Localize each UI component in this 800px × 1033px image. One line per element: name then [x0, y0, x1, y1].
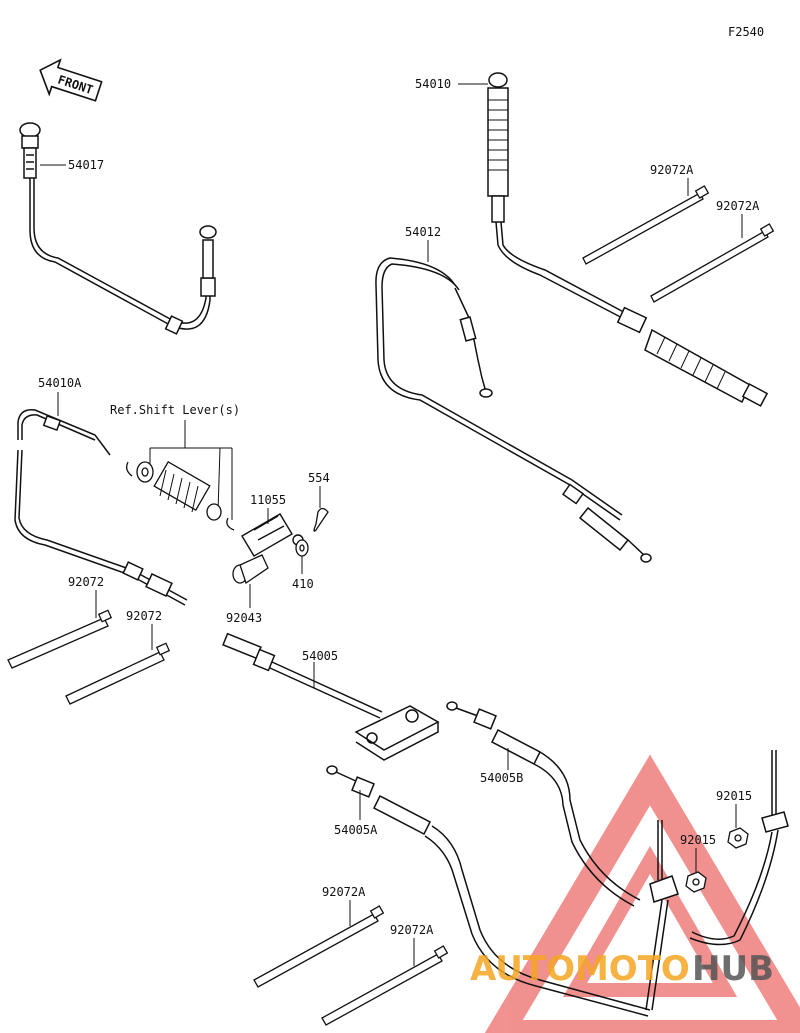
label-54005B: 54005B: [480, 771, 523, 785]
label-554: 554: [308, 471, 330, 485]
spring-assembly: [126, 460, 235, 531]
front-arrow-icon: FRONT: [39, 58, 103, 102]
watermark-triangle: [484, 754, 800, 1033]
label-92072-1: 92072: [68, 575, 104, 589]
label-92072A-lower-2: 92072A: [390, 923, 434, 937]
label-54005: 54005: [302, 649, 338, 663]
label-92015-2: 92015: [680, 833, 716, 847]
label-92072A-lower-1: 92072A: [322, 885, 366, 899]
watermark-text-a: AUTOMOTO: [470, 949, 690, 989]
label-54012: 54012: [405, 225, 441, 239]
label-54010A: 54010A: [38, 376, 82, 390]
label-54005A: 54005A: [334, 823, 378, 837]
label-54017: 54017: [68, 158, 104, 172]
tie-92072-1: [7, 609, 113, 669]
tie-92072A-upper-2: [650, 223, 775, 303]
part-92015-nut-2: [685, 871, 707, 893]
cable-54017: [19, 122, 217, 335]
cable-54012: [375, 257, 652, 563]
cable-right-ends: [645, 750, 789, 1011]
ref-bracket: [149, 420, 233, 520]
cable-54005: [222, 632, 440, 761]
label-92072-2: 92072: [126, 609, 162, 623]
tie-92072A-lower-1: [253, 905, 385, 988]
part-11055: [241, 513, 304, 557]
part-554-pin: [313, 507, 329, 532]
label-410: 410: [292, 577, 314, 591]
ref-shift-lever-note: Ref.Shift Lever(s): [110, 403, 240, 417]
tie-92072A-lower-2: [321, 945, 449, 1026]
cable-54010A: [14, 409, 188, 606]
part-92015-nut-1: [727, 827, 749, 849]
cable-54010: [487, 72, 769, 407]
cable-54005A: [326, 765, 651, 1017]
label-54010: 54010: [415, 77, 451, 91]
tie-92072-2: [65, 642, 171, 705]
label-92072A-upper-2: 92072A: [716, 199, 760, 213]
watermark-logo: AUTOMOTO HUB: [470, 949, 774, 989]
figure-code: F2540: [728, 25, 764, 39]
tie-92072A-upper-1: [582, 185, 710, 265]
part-92043-pin: [232, 554, 269, 585]
watermark-text-b: HUB: [692, 949, 774, 989]
label-11055: 11055: [250, 493, 286, 507]
label-92072A-upper-1: 92072A: [650, 163, 694, 177]
label-92015-1: 92015: [716, 789, 752, 803]
label-92043: 92043: [226, 611, 262, 625]
cable-54005B: [446, 701, 641, 907]
part-410-washer: [295, 539, 309, 557]
